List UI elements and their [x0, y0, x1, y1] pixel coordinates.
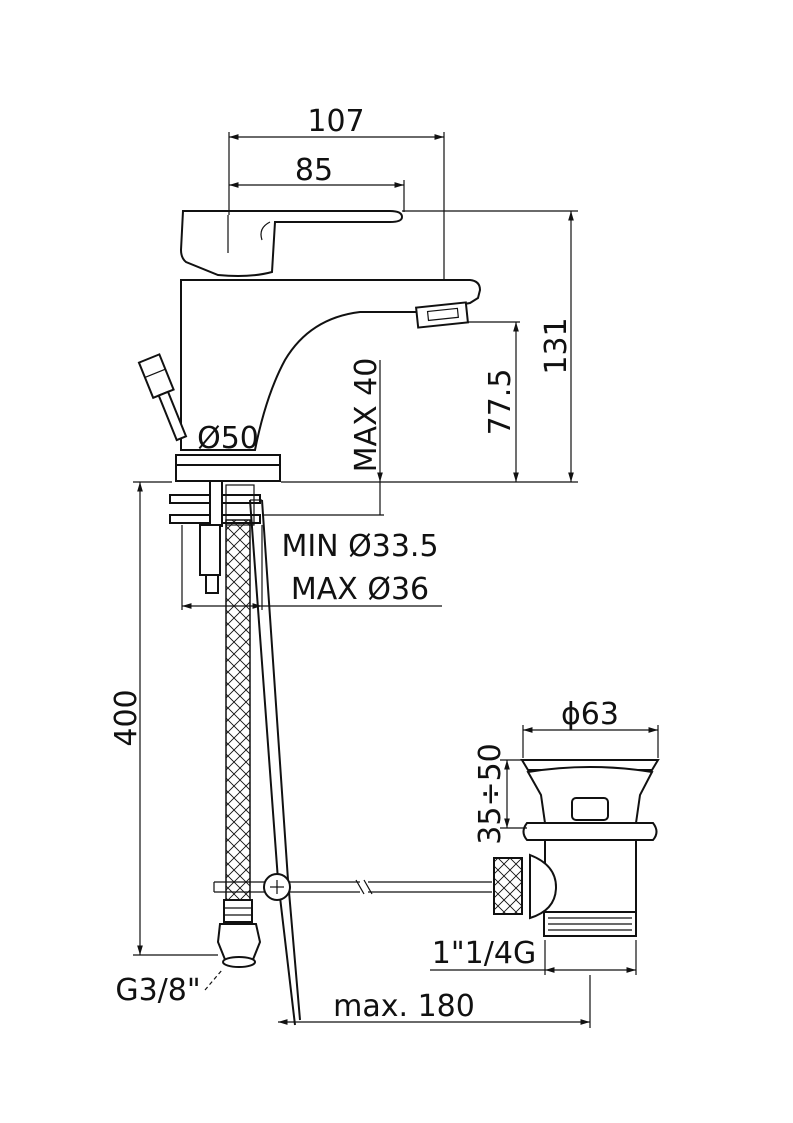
faucet-body [137, 210, 482, 594]
dim-hole-max: MAX Ø36 [291, 572, 429, 607]
braided-hose [216, 519, 262, 968]
dim-waste-diameter: ϕ63 [561, 697, 619, 732]
dim-base-diameter: Ø50 [197, 421, 259, 456]
dim-rod-length: max. 180 [333, 989, 475, 1024]
dim-max-deck-thickness: MAX 40 [349, 358, 384, 473]
dim-spout-height: 77.5 [483, 369, 518, 436]
dim-total-height: 131 [539, 317, 574, 374]
dim-waste-thread: 1"1/4G [432, 936, 536, 971]
dim-hole-min: MIN Ø33.5 [281, 529, 438, 564]
dim-overall-width: 107 [307, 104, 364, 139]
dim-lever-reach: 85 [295, 153, 333, 188]
dim-waste-adjust: 35÷50 [473, 743, 508, 844]
waste-assembly [493, 759, 660, 937]
linkage-rod [213, 873, 492, 901]
dim-hose-thread: G3/8" [115, 973, 200, 1008]
dim-hose-length: 400 [109, 689, 144, 746]
dimension-lines [133, 132, 659, 1028]
